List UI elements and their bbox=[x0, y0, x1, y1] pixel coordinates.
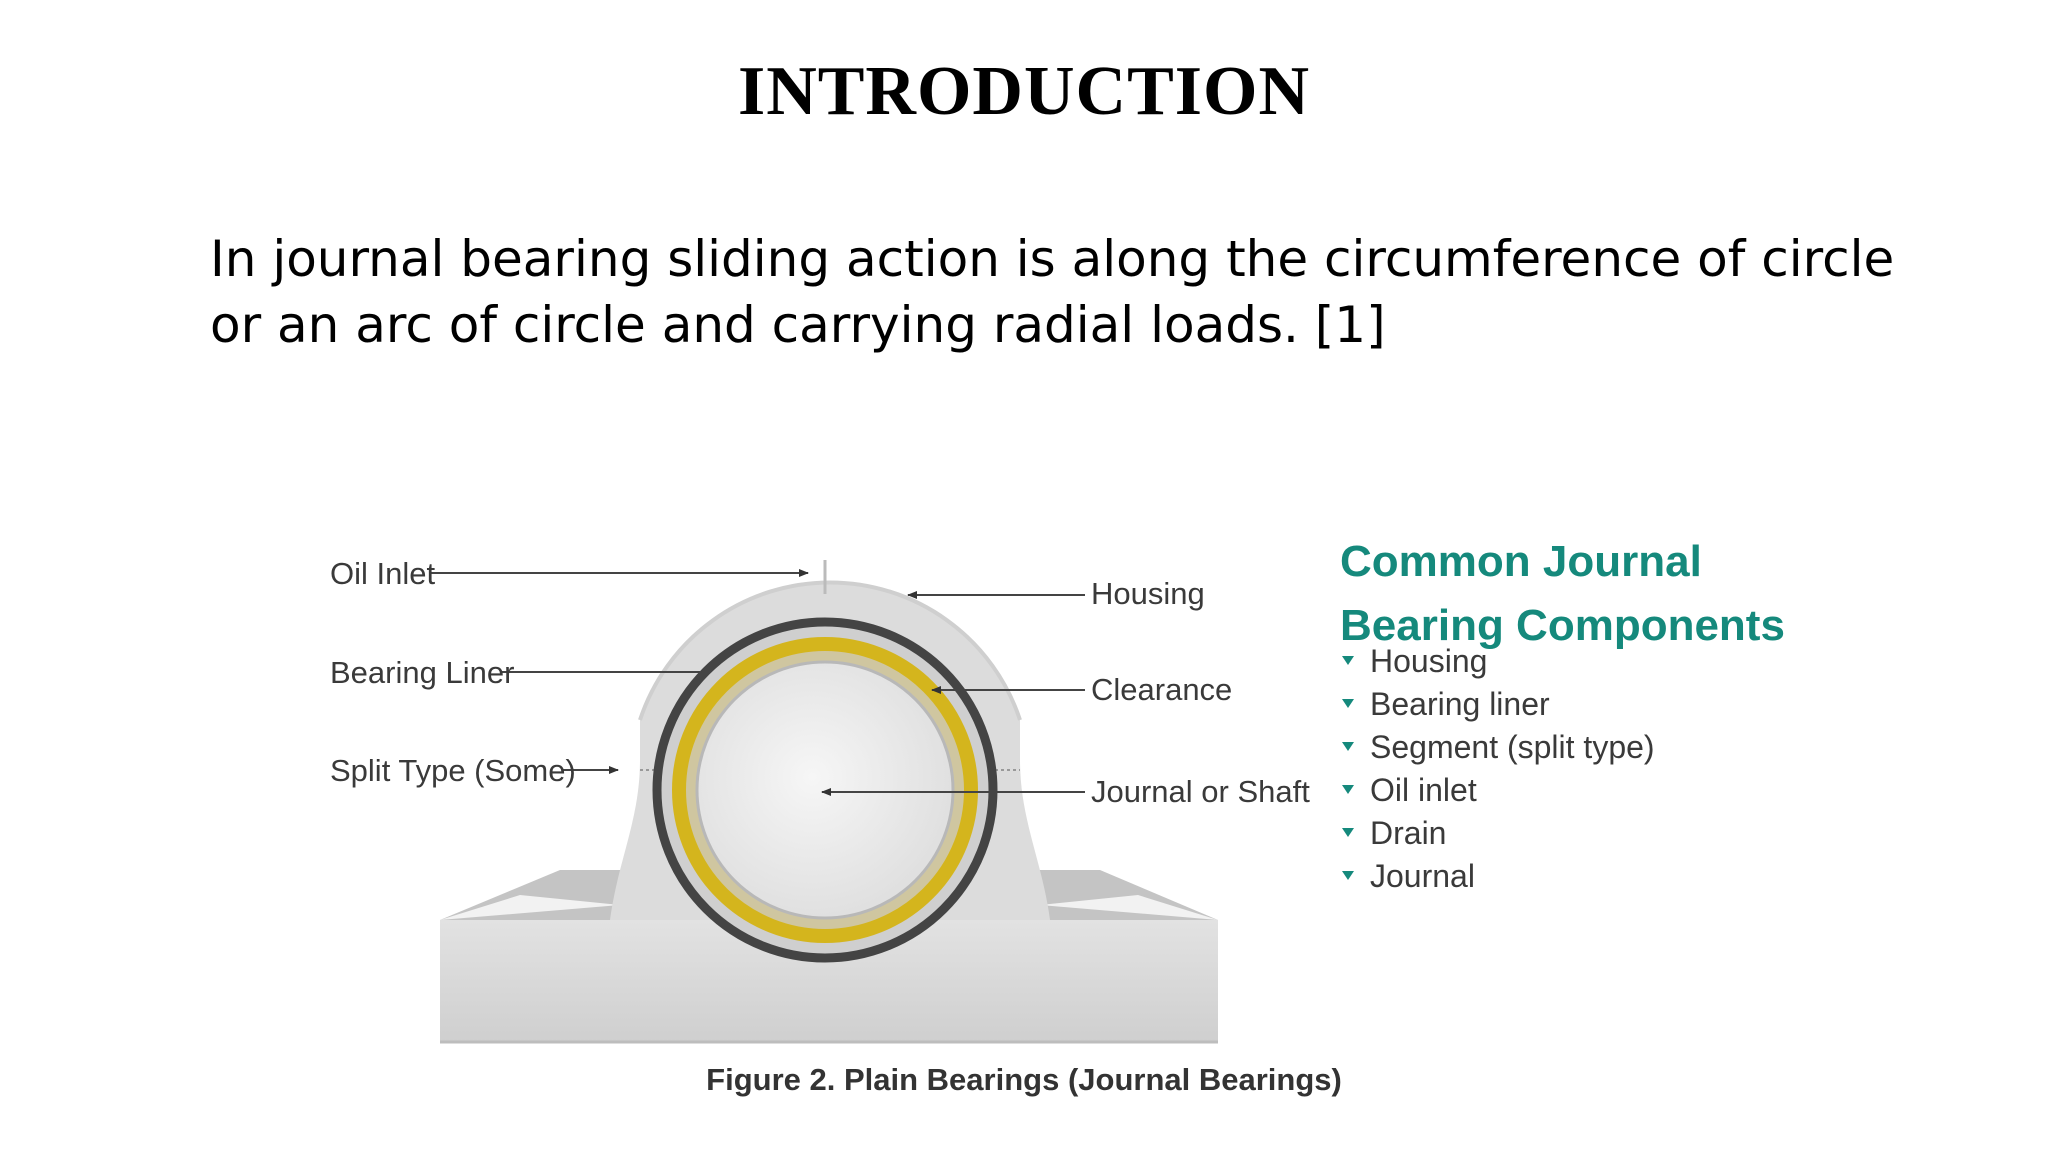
body-line-2: or an arc of circle and carrying radial … bbox=[210, 296, 1386, 354]
components-title-line-2: Bearing Components bbox=[1340, 601, 1785, 650]
triangle-bullet-icon bbox=[1342, 699, 1354, 709]
body-line-1: In journal bearing sliding action is alo… bbox=[210, 230, 1895, 288]
label-housing: Housing bbox=[1091, 576, 1205, 611]
triangle-bullet-icon bbox=[1342, 656, 1354, 666]
figure-caption: Figure 2. Plain Bearings (Journal Bearin… bbox=[706, 1062, 1342, 1097]
list-item: Drain bbox=[1340, 812, 1655, 855]
triangle-bullet-icon bbox=[1342, 742, 1354, 752]
components-list: Housing Bearing liner Segment (split typ… bbox=[1340, 640, 1655, 898]
triangle-bullet-icon bbox=[1342, 871, 1354, 881]
label-oil-inlet: Oil Inlet bbox=[330, 556, 435, 591]
components-title: Common Journal Bearing Components bbox=[1340, 530, 1785, 658]
list-item: Housing bbox=[1340, 640, 1655, 683]
list-item: Bearing liner bbox=[1340, 683, 1655, 726]
components-title-line-1: Common Journal bbox=[1340, 537, 1702, 586]
list-item: Journal bbox=[1340, 855, 1655, 898]
slide-body: In journal bearing sliding action is alo… bbox=[210, 226, 1910, 358]
list-item: Segment (split type) bbox=[1340, 726, 1655, 769]
label-bearing-liner: Bearing Liner bbox=[330, 655, 514, 690]
slide-title: INTRODUCTION bbox=[737, 53, 1311, 130]
list-item: Oil inlet bbox=[1340, 769, 1655, 812]
housing-inner-ring bbox=[652, 617, 998, 963]
triangle-bullet-icon bbox=[1342, 828, 1354, 838]
journal-shaft bbox=[695, 660, 955, 920]
label-clearance: Clearance bbox=[1091, 672, 1232, 707]
label-split-type: Split Type (Some) bbox=[330, 753, 576, 788]
label-journal: Journal or Shaft bbox=[1091, 774, 1310, 809]
triangle-bullet-icon bbox=[1342, 785, 1354, 795]
liner-gold-band bbox=[672, 637, 978, 943]
